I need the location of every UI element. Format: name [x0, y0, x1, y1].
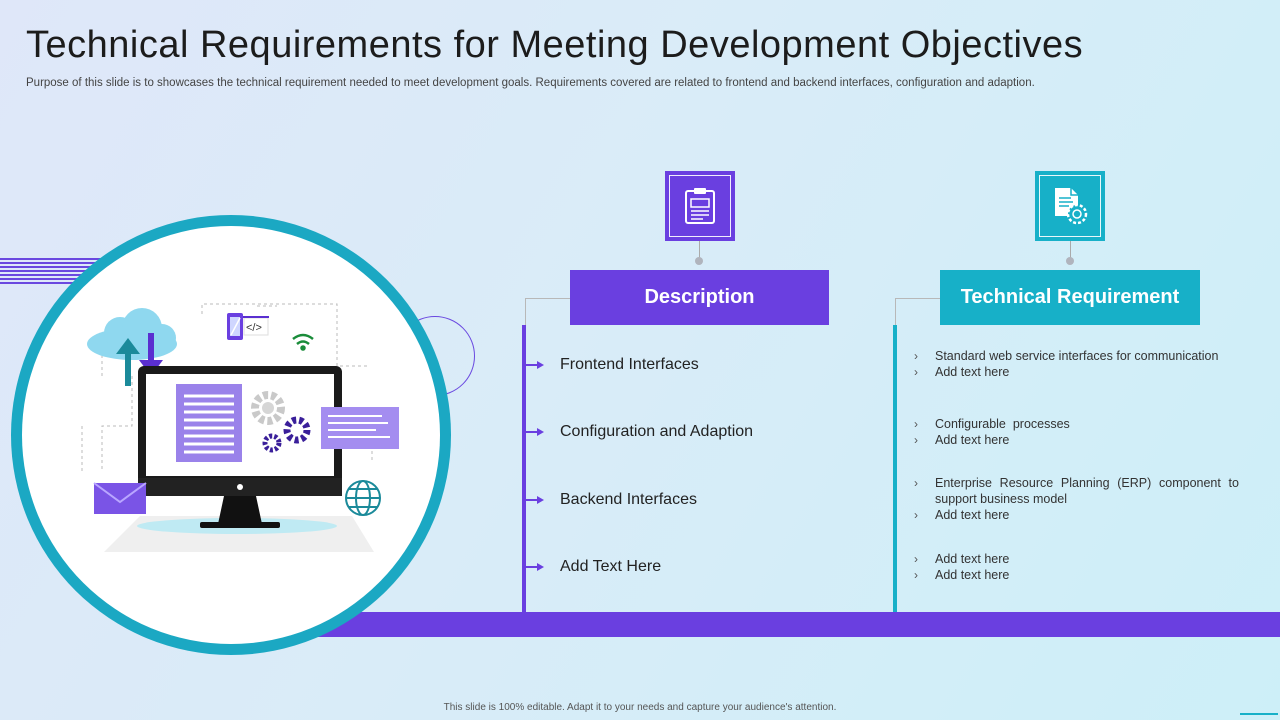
- requirement-icon-box: [1035, 171, 1105, 241]
- requirement-header: Technical Requirement: [940, 270, 1200, 325]
- description-header: Description: [570, 270, 829, 325]
- illustration-circle: </>: [22, 226, 440, 644]
- requirement-line: ›Standard web service interfaces for com…: [914, 349, 1219, 363]
- arrow-right-icon: [526, 495, 546, 505]
- illustration-ring: </>: [11, 215, 451, 655]
- arrow-right-icon: [526, 360, 546, 370]
- description-item-label: Add Text Here: [560, 558, 662, 575]
- requirement-group: ›Add text here ›Add text here: [914, 551, 1239, 583]
- chevron-right-icon: ›: [914, 417, 918, 431]
- chevron-right-icon: ›: [914, 349, 918, 363]
- arrow-right-icon: [526, 427, 546, 437]
- gears-icon: [251, 391, 311, 453]
- requirement-bracket-vertical: [895, 298, 896, 326]
- description-stem: [699, 241, 700, 261]
- requirement-line: ›Configurable processes: [914, 417, 1070, 431]
- requirement-group: ›Configurable processes ›Add text here: [914, 416, 1239, 448]
- computer-development-illustration: </>: [81, 303, 399, 552]
- requirement-line: ›Add text here: [914, 552, 1010, 566]
- chevron-right-icon: ›: [914, 508, 918, 522]
- description-dot: [695, 257, 703, 265]
- description-item: Backend Interfaces: [526, 490, 697, 510]
- corner-accent: [1240, 713, 1278, 715]
- footer-note: This slide is 100% editable. Adapt it to…: [443, 702, 837, 713]
- chevron-right-icon: ›: [914, 365, 918, 379]
- requirement-line: ›Add text here: [914, 433, 1010, 447]
- requirement-group: ›Standard web service interfaces for com…: [914, 348, 1239, 380]
- bottom-accent-bar: [300, 612, 1280, 637]
- requirement-dot: [1066, 257, 1074, 265]
- svg-text:</>: </>: [246, 322, 262, 334]
- description-bracket: [525, 298, 570, 299]
- requirement-line: ›Add text here: [914, 508, 1010, 522]
- requirement-stem: [1070, 241, 1071, 261]
- document-gear-icon: [1055, 188, 1088, 225]
- description-rail: [522, 325, 526, 612]
- chevron-right-icon: ›: [914, 568, 918, 582]
- requirement-group: ›Enterprise Resource Planning (ERP) comp…: [914, 475, 1239, 523]
- description-item-label: Frontend Interfaces: [560, 356, 699, 373]
- globe-icon: [345, 480, 381, 516]
- description-bracket-vertical: [525, 298, 526, 326]
- description-item-label: Configuration and Adaption: [560, 423, 754, 440]
- description-icon-box: [665, 171, 735, 241]
- requirement-rail: [893, 325, 897, 612]
- description-item: Frontend Interfaces: [526, 355, 699, 375]
- arrow-right-icon: [526, 562, 546, 572]
- text-panel-icon: [321, 407, 399, 449]
- requirement-line: ›Enterprise Resource Planning (ERP) comp…: [914, 476, 1239, 506]
- document-icon: [176, 384, 242, 462]
- requirement-line: ›Add text here: [914, 568, 1010, 582]
- clipboard-document-icon: [685, 188, 715, 224]
- mobile-code-icon: </>: [227, 313, 269, 340]
- requirement-bracket: [895, 298, 940, 299]
- chevron-right-icon: ›: [914, 476, 918, 490]
- chevron-right-icon: ›: [914, 552, 918, 566]
- page-title: Technical Requirements for Meeting Devel…: [26, 24, 1084, 66]
- description-item: Add Text Here: [526, 557, 661, 577]
- wifi-icon: [292, 333, 314, 351]
- chevron-right-icon: ›: [914, 433, 918, 447]
- description-item-label: Backend Interfaces: [560, 491, 697, 508]
- requirement-line: ›Add text here: [914, 365, 1010, 379]
- description-item: Configuration and Adaption: [526, 422, 753, 442]
- page-subtitle: Purpose of this slide is to showcases th…: [26, 77, 1035, 89]
- envelope-icon: [93, 482, 147, 514]
